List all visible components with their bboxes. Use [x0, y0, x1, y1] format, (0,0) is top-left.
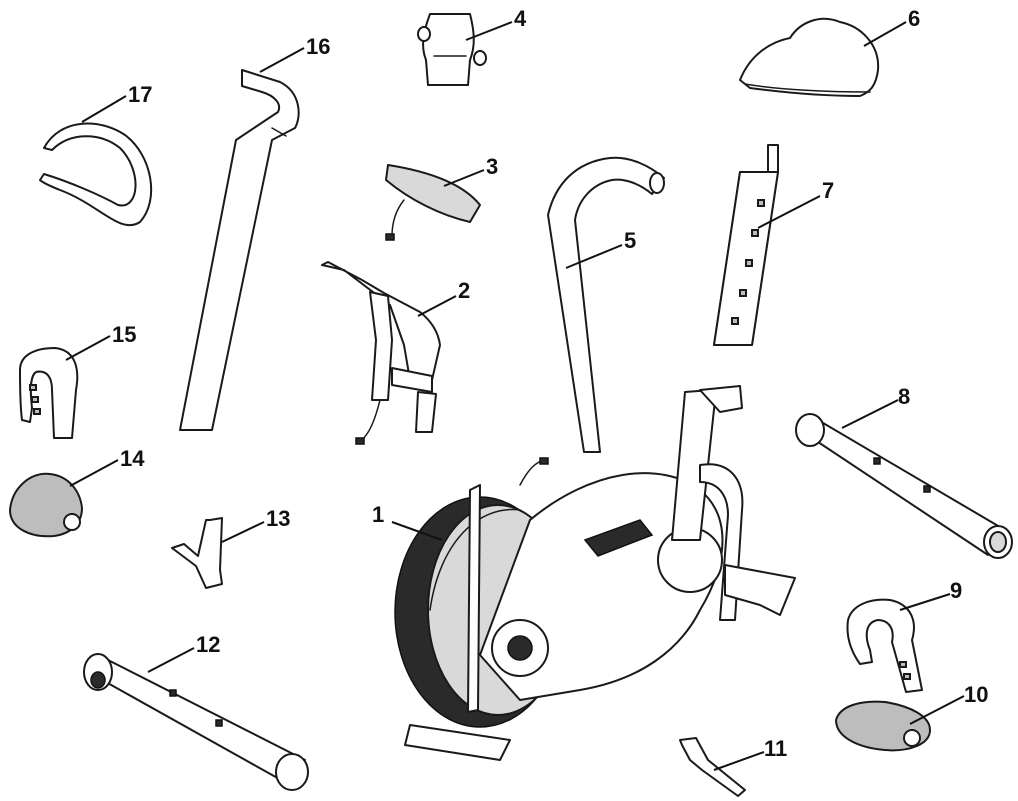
part-6-seat	[739, 17, 880, 97]
callout-1: 1	[372, 502, 384, 527]
callout-10: 10	[964, 682, 988, 707]
part-8-front-stabilizer	[795, 413, 1013, 559]
callout-12: 12	[196, 632, 220, 657]
part-9-pedal-strap-right	[846, 598, 923, 693]
leader-7	[757, 195, 821, 229]
callout-14: 14	[120, 446, 145, 471]
leader-8	[841, 399, 899, 429]
leader-13	[221, 521, 265, 543]
callout-16: 16	[306, 34, 330, 59]
leader-9	[899, 593, 951, 611]
part-10-pedal-right	[834, 700, 932, 752]
callout-labels: 1 2 3 4 5 6 7 8 9 10 11 12 13 14 15 16 1…	[112, 6, 988, 761]
callout-4: 4	[514, 6, 527, 31]
part-16-handlebar-left	[179, 69, 300, 431]
part-4-bottle-holder	[417, 13, 487, 86]
leader-1	[391, 521, 443, 541]
leader-17	[81, 95, 127, 123]
leader-16	[259, 47, 305, 73]
part-12-rear-stabilizer	[83, 653, 309, 791]
part-17-strap	[39, 122, 153, 227]
callout-6: 6	[908, 6, 920, 31]
callout-7: 7	[822, 178, 834, 203]
part-15-pedal-strap	[19, 347, 79, 439]
callout-11: 11	[764, 736, 787, 761]
leader-15	[65, 335, 111, 361]
leader-14	[69, 459, 119, 487]
callout-8: 8	[898, 384, 910, 409]
callout-3: 3	[486, 154, 498, 179]
part-5-handlebar-right	[547, 156, 665, 453]
leader-lines	[65, 21, 965, 771]
leader-4	[465, 21, 513, 41]
leader-10	[909, 695, 965, 725]
part-13-bracket	[171, 517, 223, 589]
part-7-seat-post	[713, 144, 779, 346]
callout-13: 13	[266, 506, 290, 531]
leader-5	[565, 244, 623, 269]
part-3-console	[385, 164, 481, 241]
part-1-main-frame	[394, 385, 796, 761]
part-11-bracket	[679, 737, 746, 797]
callout-17: 17	[128, 82, 152, 107]
callout-15: 15	[112, 322, 136, 347]
leader-12	[147, 647, 195, 673]
leader-11	[713, 751, 765, 771]
callout-2: 2	[458, 278, 470, 303]
callout-5: 5	[624, 228, 636, 253]
part-14-pedal	[8, 472, 84, 538]
callout-9: 9	[950, 578, 962, 603]
part-2-handlebar-frame	[321, 261, 441, 445]
leader-6	[863, 21, 907, 47]
leader-3	[443, 169, 485, 187]
leader-2	[417, 295, 457, 317]
